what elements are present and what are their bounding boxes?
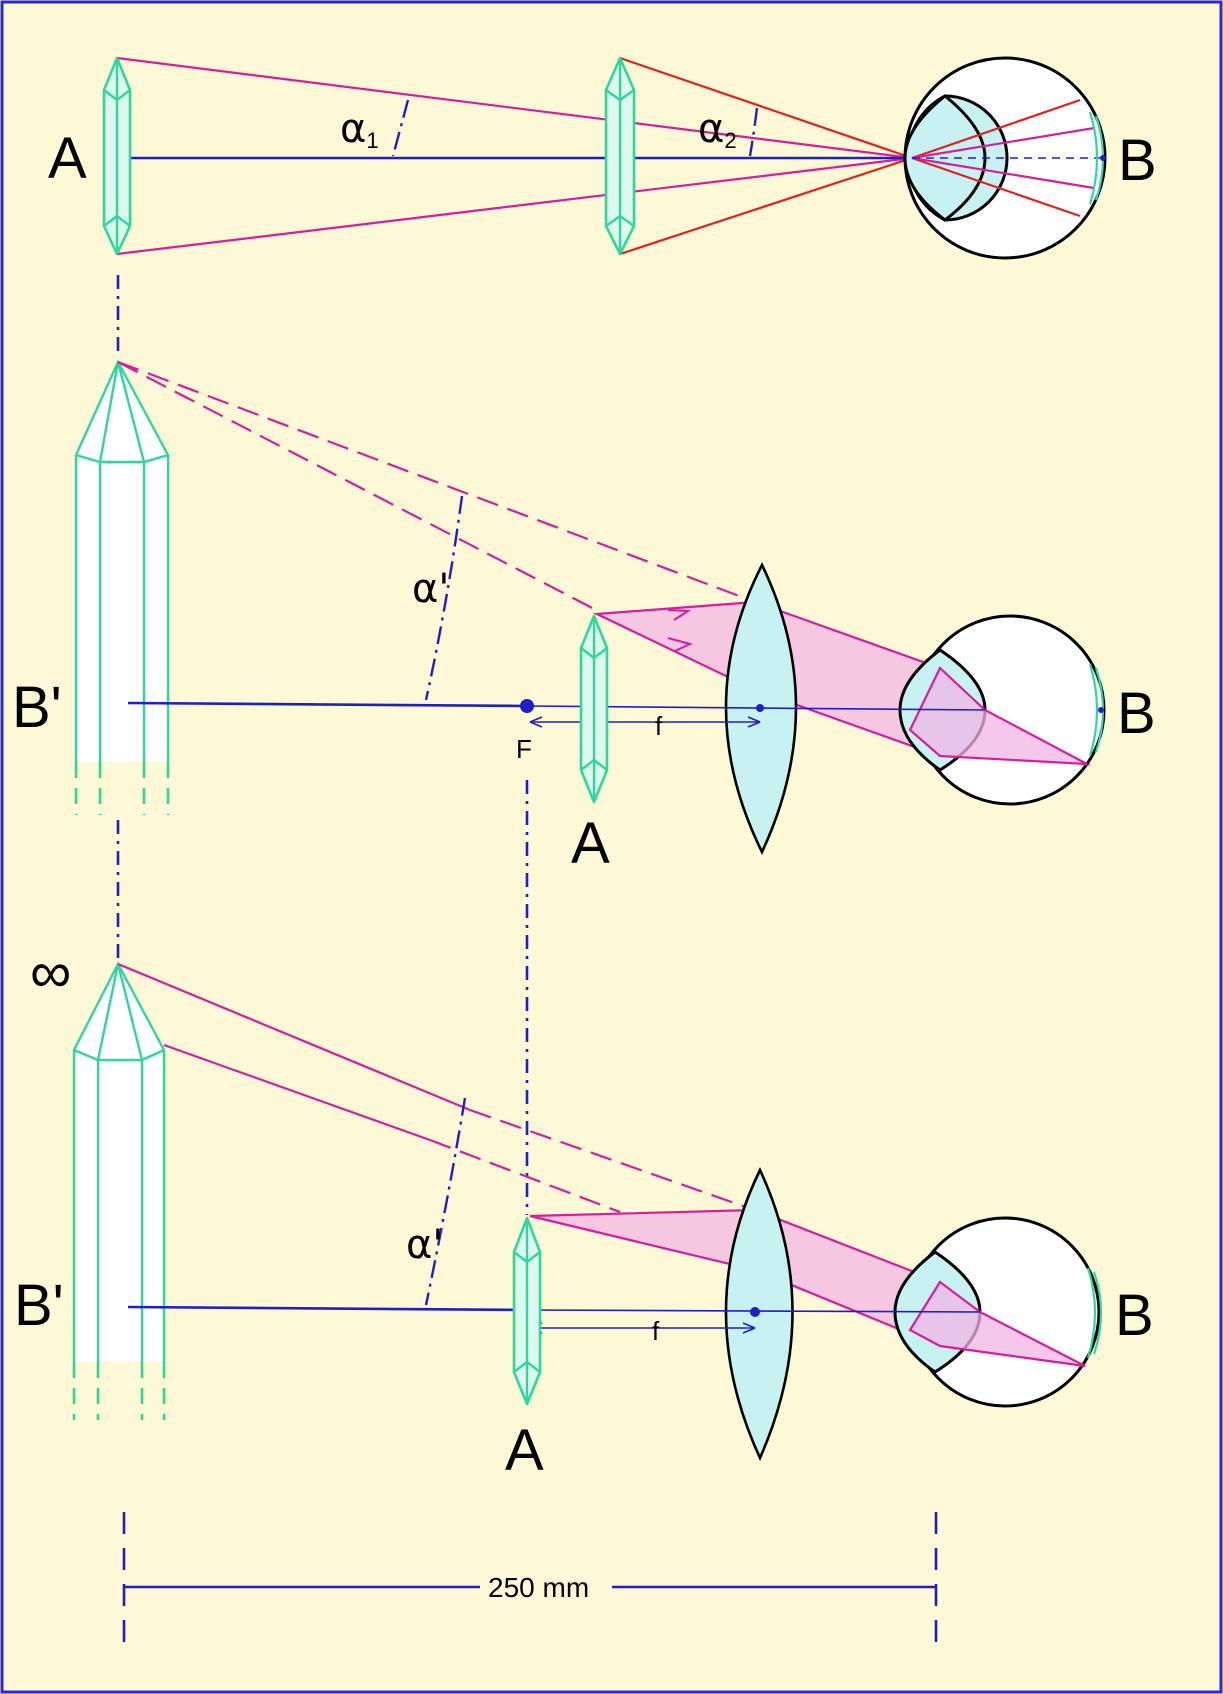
mid-label-b: B: [1117, 681, 1156, 746]
bot-ray-upper-solid: [117, 962, 471, 1112]
top-ray-red-upper: [619, 56, 913, 160]
mid-crystal-a: [579, 614, 609, 804]
top-panel: A B α1 α2: [48, 56, 1157, 260]
mid-label-a: A: [571, 811, 610, 876]
mid-virtual-image: [74, 359, 170, 815]
bot-ray-lower-dash: [429, 1138, 621, 1214]
middle-panel: B' α' F f A B: [12, 359, 1156, 876]
mid-virtual-ray-2: [117, 361, 601, 613]
bot-lens-center: [750, 1307, 760, 1317]
bot-alpha-arc: [424, 1097, 467, 1306]
top-crystal-b: [604, 56, 636, 256]
alpha1-arc: [391, 99, 410, 157]
bot-alpha-label: α': [406, 1222, 443, 1268]
bot-ray-upper-dash: [469, 1108, 761, 1214]
alpha2-arc: [748, 107, 759, 157]
top-ray-lower: [116, 156, 913, 256]
bot-optical-axis: [127, 1305, 531, 1312]
bot-eye: [893, 1216, 1103, 1408]
bot-label-b-prime: B': [14, 1273, 64, 1338]
mid-ray-arrow-2: [667, 637, 693, 652]
mid-label-f-point: F: [516, 734, 532, 764]
bot-label-infinity: ∞: [30, 940, 71, 1005]
mid-label-b-prime: B': [12, 675, 62, 740]
mid-alpha-label: α': [412, 566, 449, 612]
top-eye: [903, 56, 1107, 260]
bot-crystal-a: [512, 1216, 542, 1406]
top-ray-red-lower: [619, 156, 913, 256]
bot-label-f: f: [652, 1316, 660, 1346]
bot-label-a: A: [505, 1418, 544, 1483]
top-ray-upper: [116, 56, 913, 160]
bot-label-b: B: [1115, 1283, 1154, 1348]
mid-focal-point: [520, 699, 534, 713]
mid-optical-axis: [127, 701, 529, 708]
top-crystal-a: [102, 56, 132, 256]
alpha2-label: α2: [698, 106, 737, 153]
mid-label-f: f: [655, 711, 663, 741]
bot-virtual-image: [72, 961, 166, 1420]
bot-ray-lower-solid: [163, 1043, 431, 1142]
alpha1-label: α1: [340, 106, 379, 153]
distance-label: 250 mm: [488, 1572, 589, 1603]
mid-lens-center: [756, 704, 764, 712]
top-label-b: B: [1118, 128, 1157, 193]
top-label-a: A: [48, 126, 87, 191]
mid-virtual-ray-1: [117, 360, 756, 604]
bottom-panel: ∞ B' α' f A B: [14, 940, 1154, 1483]
mid-alpha-arc: [424, 495, 464, 701]
mid-ray-arrow-1: [667, 609, 692, 621]
mid-eye: [898, 614, 1106, 806]
distance-dimension: 250 mm: [122, 1512, 938, 1650]
